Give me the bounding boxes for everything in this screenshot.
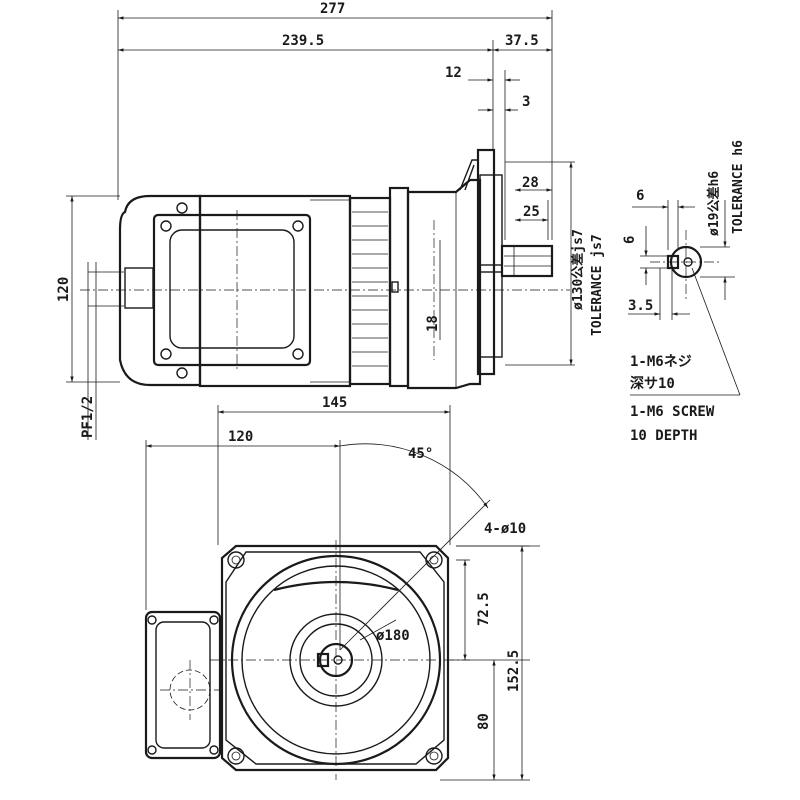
dimension-25: 25 [515, 200, 549, 240]
dim-text-bolt-circle: ø180 [376, 628, 410, 644]
note-jp-line2: 深サ10 [630, 375, 675, 392]
cooling-fins [348, 196, 392, 386]
dimension-28: 28 [515, 175, 552, 192]
terminal-box-cover [169, 229, 295, 349]
note-en-line1: 1-M6 SCREW [630, 404, 715, 420]
dim-text-28: 28 [522, 175, 539, 191]
dim-text-25: 25 [523, 204, 540, 220]
dimension-239-5: 239.5 [118, 33, 494, 150]
dim-text-3: 3 [522, 94, 530, 110]
dimension-18: 18 [425, 240, 441, 340]
side-view: 277 239.5 37.5 12 3 28 25 [56, 1, 746, 444]
dim-text-72-5: 72.5 [476, 592, 492, 626]
dim-text-3-5: 3.5 [628, 298, 653, 314]
dim-text-120-front: 120 [228, 429, 253, 445]
pf-thread-text: PF1/2 [80, 396, 96, 438]
rear-end-cover [118, 194, 202, 387]
dim-text-18: 18 [425, 315, 441, 332]
screw-icon [176, 202, 188, 214]
leader-line [691, 267, 741, 396]
dim-text-120-v: 120 [56, 277, 72, 302]
dimension-120-front: 120 [145, 429, 341, 650]
dim-text-45: 45° [408, 446, 433, 462]
dim-text-key-height: 6 [622, 236, 638, 244]
screw-icon [176, 367, 188, 379]
dimension-12: 12 [445, 65, 520, 240]
dim-text-key-width: 6 [636, 188, 644, 204]
dim-text-shaft-dia: ø19公差h6 [706, 171, 722, 236]
dim-text-holes: 4-ø10 [484, 521, 526, 537]
gear-housing [406, 178, 482, 390]
mounting-holes [227, 551, 443, 765]
terminal-box-front [144, 610, 222, 760]
front-view: 145 120 45° 4-ø10 [144, 395, 540, 781]
dim-text-pilot-tol: TOLERANCE js7 [590, 234, 605, 336]
dim-text-145: 145 [322, 395, 347, 411]
dim-text-239-5: 239.5 [282, 33, 324, 49]
dimension-145: 145 [217, 395, 451, 545]
output-flange [476, 148, 496, 376]
dim-text-pilot: ø130公差js7 [570, 229, 586, 310]
screw-icon [160, 348, 172, 360]
screw-icon [160, 220, 172, 232]
cable-gland [124, 267, 154, 309]
gear-housing-front [388, 186, 410, 388]
motor-frame [198, 194, 352, 388]
dim-text-37-5: 37.5 [505, 33, 539, 49]
dimension-3: 3 [478, 94, 530, 112]
dimension-130-pilot: ø130公差js7 TOLERANCE js7 [505, 161, 605, 366]
dimension-277: 277 [117, 1, 553, 240]
holes-callout: 4-ø10 [456, 521, 540, 547]
screw-icon [292, 348, 304, 360]
angle-45: 45° [339, 443, 491, 651]
dimension-152-5: 152.5 [440, 545, 530, 781]
dimension-72-5: 72.5 [450, 559, 530, 661]
dimension-80: 80 [476, 660, 496, 780]
shaft-section-detail: 6 6 3.5 ø19公差h6 TOLERANCE h6 [622, 140, 746, 396]
dim-text-80: 80 [476, 713, 492, 730]
flange-pilot [479, 174, 503, 266]
dim-text-shaft-tol: TOLERANCE h6 [731, 140, 746, 234]
dim-text-12: 12 [445, 65, 462, 81]
pf-thread-callout: PF1/2 [80, 262, 124, 440]
dim-text-152-5: 152.5 [506, 650, 522, 692]
dimension-37-5: 37.5 [493, 33, 552, 52]
note-en-line2: 10 DEPTH [630, 428, 697, 444]
note-jp-line1: 1-M6ネジ [630, 354, 692, 370]
square-flange [220, 544, 450, 772]
output-shaft [500, 244, 554, 278]
screw-icon [292, 220, 304, 232]
dimension-120-height: 120 [56, 195, 120, 383]
dim-text-277: 277 [320, 1, 345, 17]
